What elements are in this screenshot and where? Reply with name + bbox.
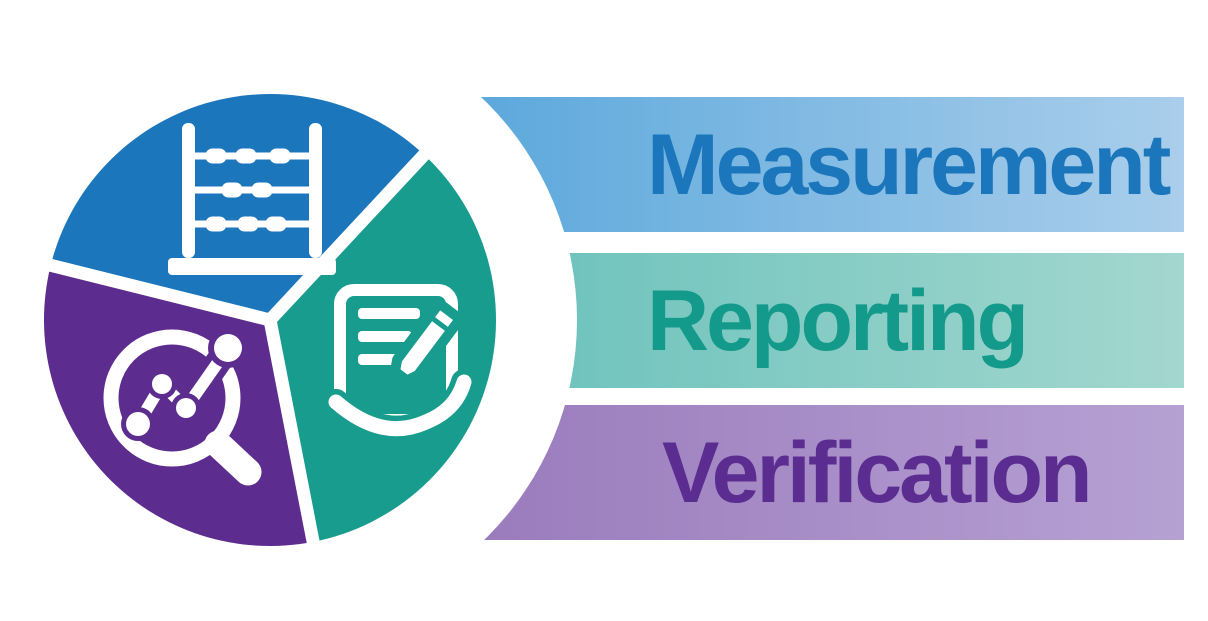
magnifier-trend-icon (103, 328, 262, 486)
measurement-label: Measurement (647, 116, 1171, 213)
wedge-gap-line (263, 318, 323, 559)
measurement-wedge (50, 94, 425, 320)
verification-label: Verification (662, 424, 1093, 521)
reporting-wedge (270, 154, 496, 542)
wedge-gap-line (265, 138, 440, 325)
reporting-label: Reporting (647, 272, 1029, 369)
document-pencil-icon (323, 284, 477, 442)
abacus-icon (168, 123, 336, 275)
wedge-gap-line (33, 255, 272, 327)
